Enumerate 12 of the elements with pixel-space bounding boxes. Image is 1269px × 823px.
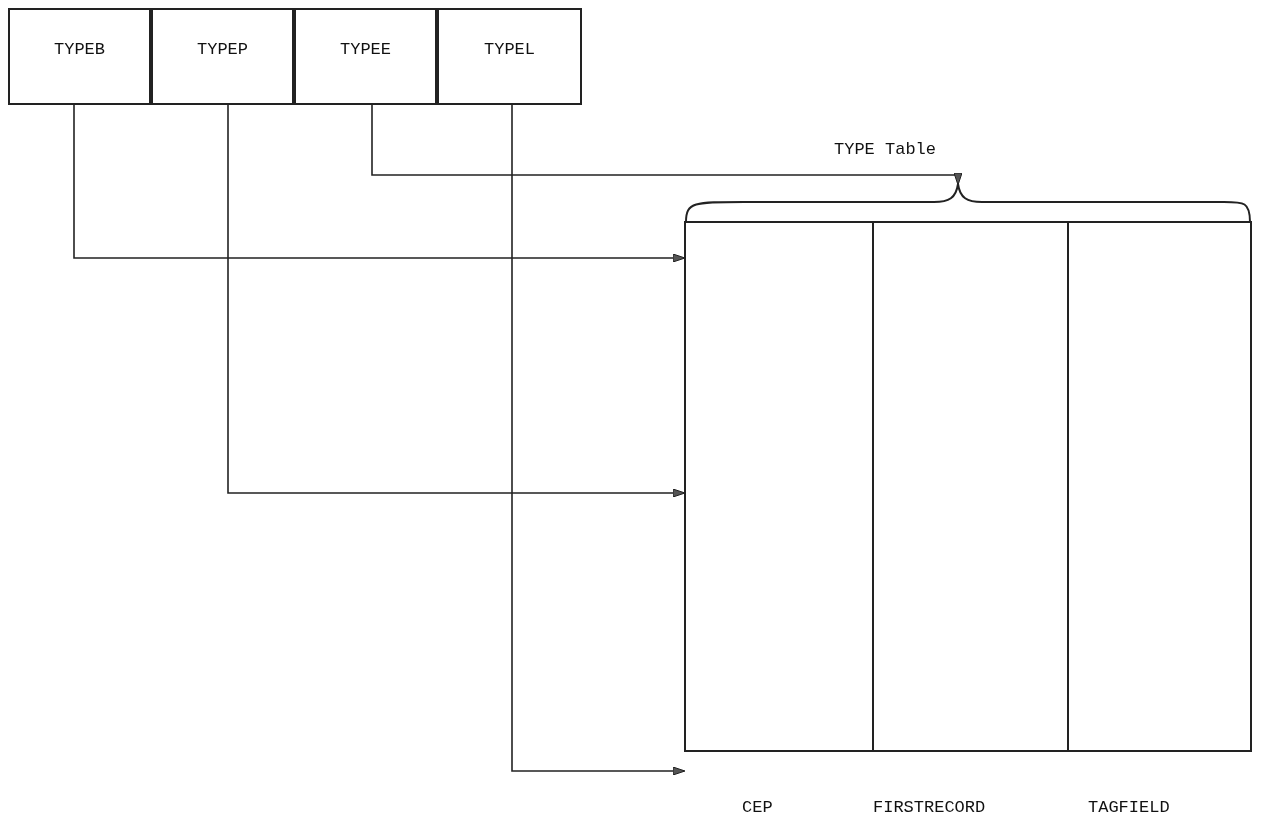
arrow [227, 104, 686, 498]
record-field: TYPEB [8, 8, 151, 105]
arrow [371, 104, 963, 186]
column-label: TAGFIELD [1088, 798, 1170, 817]
table-title: TYPE Table [834, 140, 937, 159]
record-field: TYPEL [437, 8, 582, 105]
arrow [73, 104, 686, 263]
record-field: TYPEP [151, 8, 294, 105]
column-label: FIRSTRECORD [873, 798, 986, 817]
record-field: TYPEE [294, 8, 437, 105]
column-label: CEP [742, 798, 773, 817]
arrow [511, 104, 686, 776]
